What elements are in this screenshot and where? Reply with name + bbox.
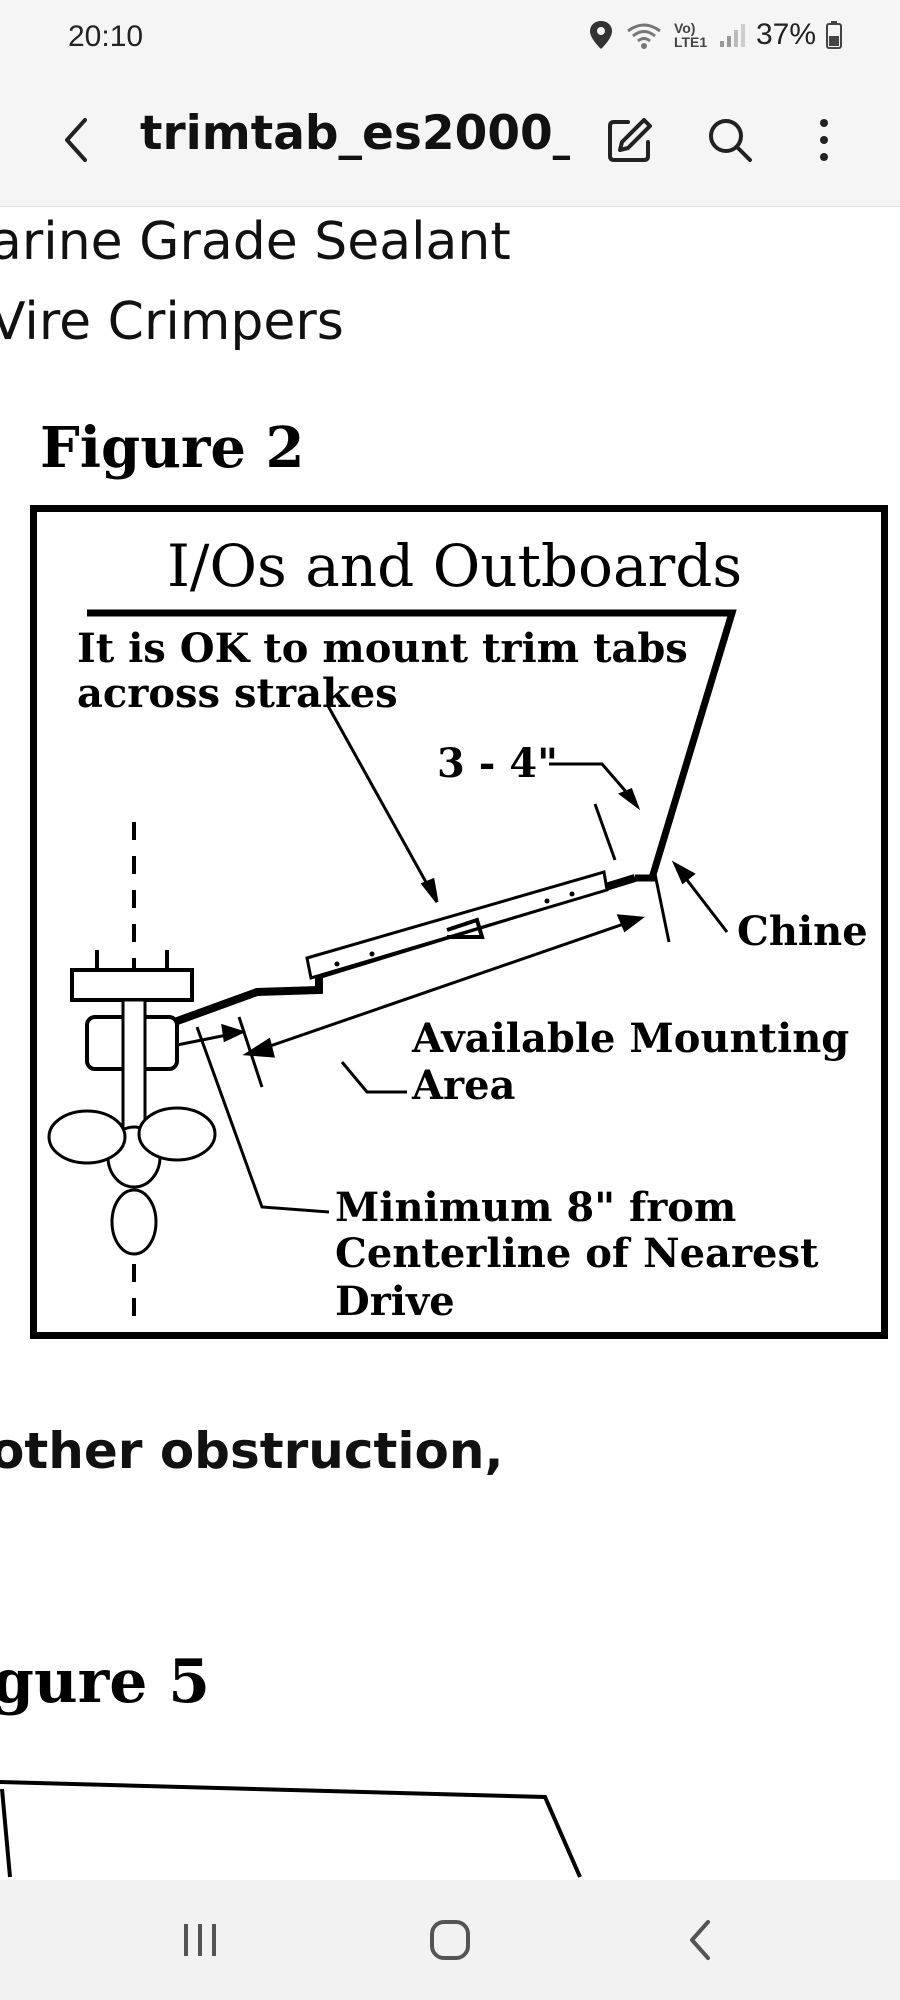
text-line-obstruction: other obstruction, [0,1422,504,1480]
status-bar: 20:10 Vo) LTE1 37% [0,0,900,82]
home-button[interactable] [410,1900,490,1980]
figure-5-drawing [0,1780,582,1878]
system-nav-bar [0,1880,900,2000]
figure-5-caption: gure 5 [0,1647,210,1717]
edit-button[interactable] [598,108,662,172]
mounting-area-line2: Area [412,1062,516,1109]
minimum-distance-line3: Drive [335,1278,455,1325]
battery-percent: 37% [755,18,816,51]
search-button[interactable] [698,108,762,172]
wifi-icon [627,23,661,49]
recents-button[interactable] [160,1900,240,1980]
nav-back-icon [690,1920,710,1960]
hull-drawing [47,609,737,1332]
chine-label: Chine [737,908,868,955]
battery-icon [826,21,842,49]
more-vert-icon [820,119,828,161]
status-time: 20:10 [68,20,144,53]
network-label: Vo) LTE1 [673,20,708,50]
text-line-sealant: arine Grade Sealant [0,212,511,272]
nav-back-button[interactable] [660,1900,740,1980]
signal-icon [719,24,745,47]
minimum-distance-line2: Centerline of Nearest [335,1230,819,1277]
document-title: trimtab_es2000_... [140,106,570,161]
strakes-note-line2: across strakes [77,670,398,717]
back-button[interactable] [46,110,106,170]
app-bar: trimtab_es2000_... [0,82,900,207]
mounting-area-line1: Available Mounting [412,1015,850,1062]
strakes-note-line1: It is OK to mount trim tabs [77,625,688,672]
dimension-label: 3 - 4" [437,740,558,787]
document-view[interactable]: arine Grade Sealant Vire Crimpers Figure… [0,207,900,1880]
text-line-crimpers: Vire Crimpers [0,292,344,352]
figure-title: I/Os and Outboards [167,532,743,600]
edit-icon [608,118,652,162]
search-icon [709,119,752,162]
back-arrow-icon [65,118,87,162]
figure-2-diagram: I/Os and Outboards [30,505,888,1339]
status-icons: Vo) LTE1 37% [588,18,842,52]
figure-2-caption: Figure 2 [40,415,305,481]
more-options-button[interactable] [794,108,854,172]
recents-icon [184,1924,216,1956]
location-icon [589,21,612,49]
home-icon [430,1920,470,1960]
minimum-distance-line1: Minimum 8" from [335,1184,737,1231]
